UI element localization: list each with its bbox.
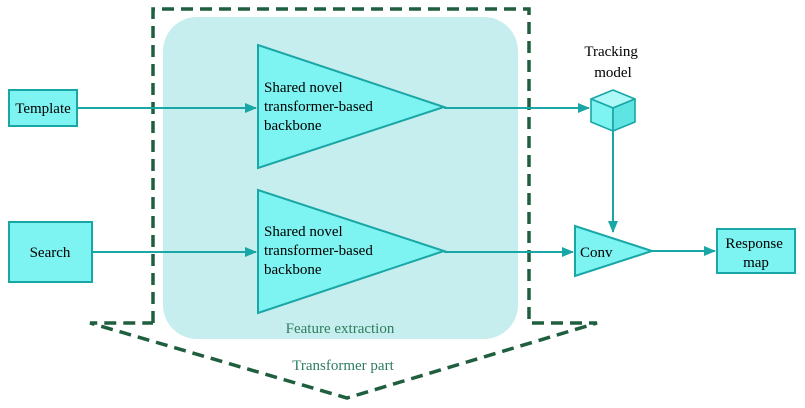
transformer-part-outline <box>89 7 598 400</box>
cube-icon <box>590 89 636 132</box>
template-label: Template <box>15 101 71 117</box>
tracking-model-label: Tracking model <box>584 44 641 81</box>
feature-extraction-label: Feature extraction <box>286 321 395 337</box>
backbone-top-label: Shared novel transformer-based backbone <box>264 80 377 134</box>
backbone-bottom-triangle <box>257 188 448 315</box>
search-box <box>8 221 93 283</box>
backbone-bottom-label: Shared novel transformer-based backbone <box>264 224 377 278</box>
transformer-part-label: Transformer part <box>292 358 394 374</box>
conv-label: Conv <box>580 245 613 261</box>
search-label: Search <box>30 245 71 261</box>
response-map-label: Response map <box>725 236 786 271</box>
conv-triangle <box>574 224 656 278</box>
template-box <box>8 89 78 127</box>
response-map-box <box>716 228 796 274</box>
feature-extraction-region <box>163 17 518 339</box>
backbone-top-triangle <box>257 43 448 170</box>
